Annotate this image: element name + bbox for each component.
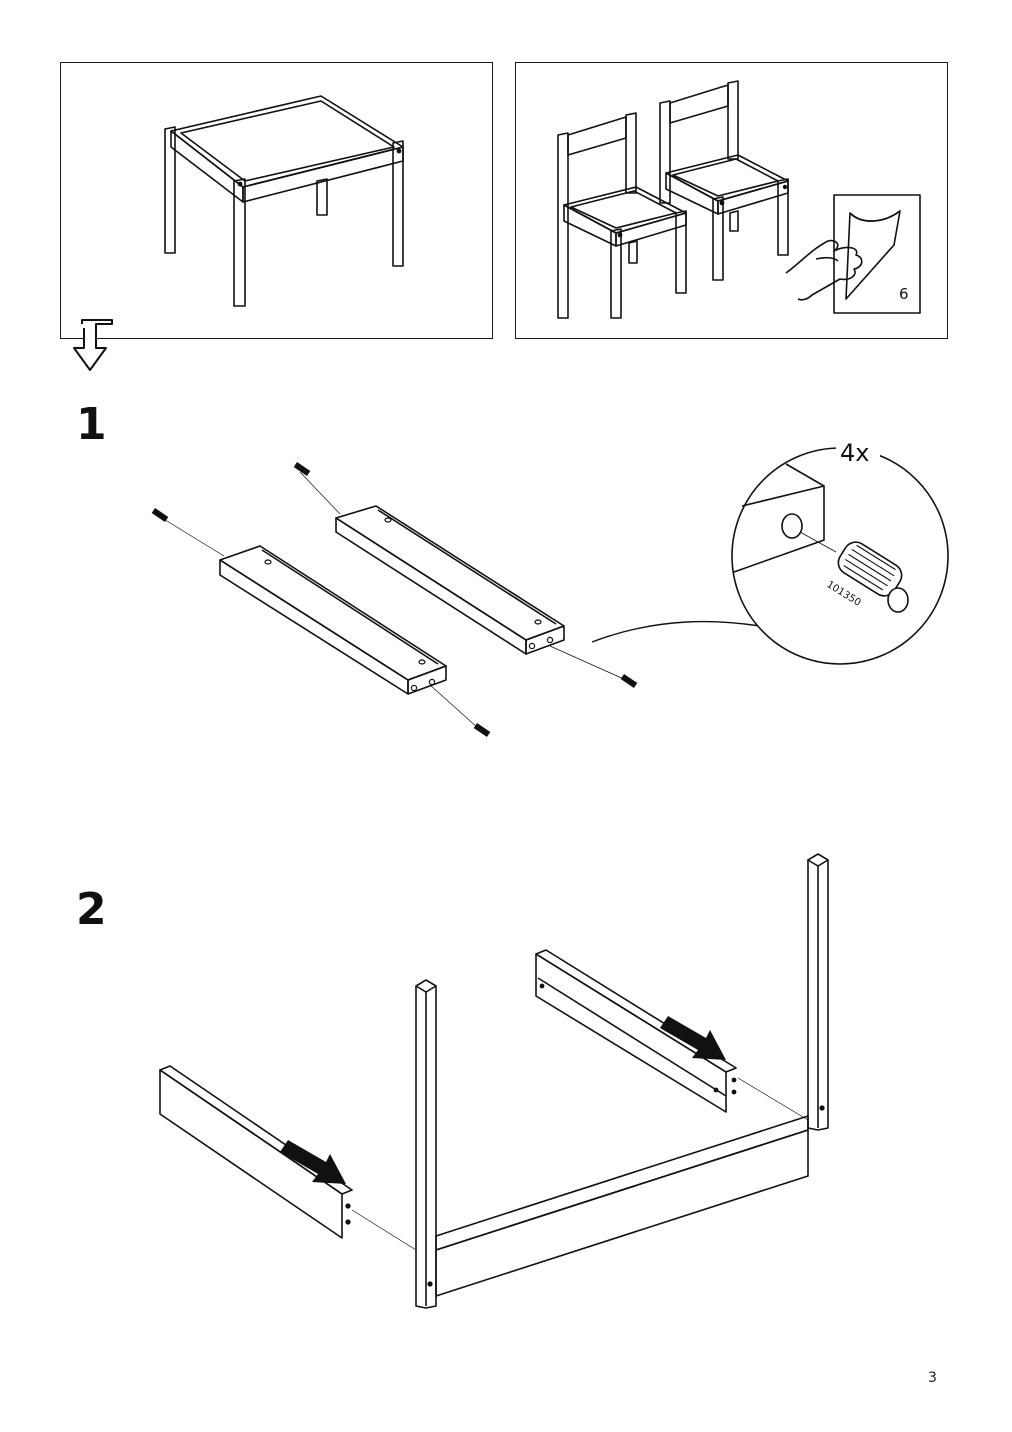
- table-overview-panel: [60, 62, 493, 339]
- dowel-detail-callout: 4x 101350: [731, 438, 949, 665]
- table-icon: [164, 95, 404, 307]
- step-2-illustration: [159, 853, 829, 1309]
- step-2-number: 2: [76, 884, 107, 935]
- direction-arrow-icon: [660, 1016, 726, 1060]
- dowel-icon: [837, 541, 909, 613]
- down-arrow-icon: [73, 319, 113, 371]
- step-1-illustration: [151, 462, 761, 737]
- chairs-overview-panel: 6: [515, 62, 948, 339]
- sticker-count: 6: [899, 285, 909, 303]
- quantity-label: 4x: [840, 439, 869, 467]
- step-1-number: 1: [76, 399, 107, 450]
- page-number: 3: [928, 1370, 937, 1386]
- direction-arrow-icon: [280, 1140, 346, 1184]
- chairs-icon: 6: [557, 80, 921, 319]
